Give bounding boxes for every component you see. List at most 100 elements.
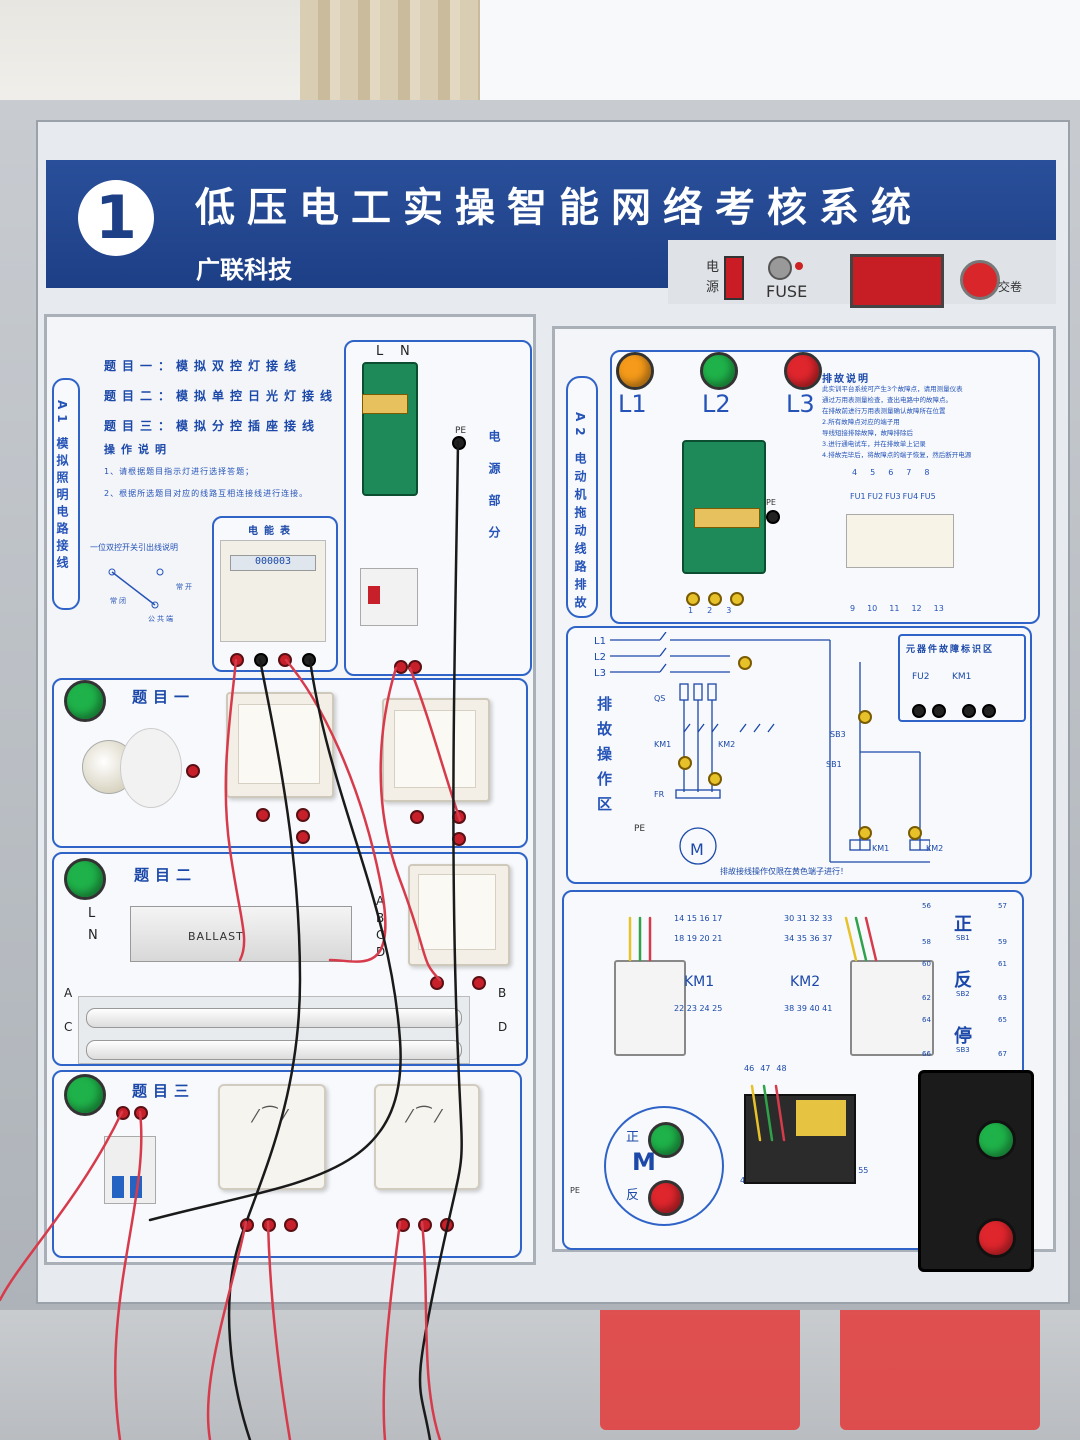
legend-terminal[interactable] [912, 704, 926, 718]
fuse-holder-icon[interactable] [768, 256, 792, 280]
rcd-lever-icon[interactable] [368, 586, 380, 604]
motor-control-schematic [610, 632, 930, 865]
switch-2-terminal[interactable] [410, 810, 424, 824]
switch-1-terminal[interactable] [256, 808, 270, 822]
legend-km1: KM1 [952, 672, 972, 682]
ballast-l-label: L [88, 906, 96, 921]
fr-label: FR [654, 790, 665, 799]
fault-terminal[interactable] [738, 656, 752, 670]
red-chair [840, 1290, 1040, 1430]
switch-diagram [108, 568, 164, 609]
btn-num-62: 62 [922, 994, 931, 1002]
stop-button[interactable] [976, 1218, 1016, 1258]
fuse-section-frame [610, 350, 1040, 624]
btn-num-58: 58 [922, 938, 931, 946]
start-button[interactable] [976, 1120, 1016, 1160]
phase-l3-label: L3 [786, 390, 815, 418]
system-title: 低压电工实操智能网络考核系统 [195, 185, 923, 231]
switch-terminal-1[interactable] [686, 592, 700, 606]
switch-1-terminal[interactable] [296, 808, 310, 822]
qs-label: QS [654, 694, 666, 703]
km2-bottom-numbers: 38 39 40 41 [784, 1004, 833, 1013]
btn-num-61: 61 [998, 960, 1007, 968]
btn-num-67: 67 [998, 1050, 1007, 1058]
btn-num-63: 63 [998, 994, 1007, 1002]
power-label: 电源 [706, 260, 720, 295]
socket-terminal[interactable] [284, 1218, 298, 1232]
legend-fu2: FU2 [912, 672, 930, 682]
switch-1-terminal[interactable] [296, 830, 310, 844]
single-switch-key[interactable] [418, 874, 496, 950]
power-socket-1[interactable] [218, 1084, 326, 1190]
switch-common-label: 公共端 [148, 615, 175, 623]
btn-num-65: 65 [998, 1016, 1007, 1024]
meter-reading: 000003 [230, 555, 316, 571]
motor-reverse-lamp [648, 1180, 684, 1216]
knife-switch-handle[interactable] [694, 508, 760, 528]
legend-terminal[interactable] [962, 704, 976, 718]
section-1-title: 题目一 [132, 688, 196, 706]
km1-top-numbers: 14 15 16 17 [674, 914, 723, 923]
yellow-terminal-note: 排故接线操作仅限在黄色端子进行！ [720, 867, 848, 876]
switch-terminal-3[interactable] [730, 592, 744, 606]
pe-label: PE [455, 426, 467, 436]
switch-nc-label: 常闭 [110, 597, 128, 605]
fault-terminal[interactable] [858, 710, 872, 724]
fuse-indicator-icon [795, 262, 803, 270]
submit-exam-button[interactable] [960, 260, 1000, 300]
fault-terminal[interactable] [858, 826, 872, 840]
motor-forward-lamp [648, 1122, 684, 1158]
three-phase-knife-switch[interactable] [682, 440, 766, 574]
km1-label: KM1 [684, 974, 715, 990]
switch-terminal[interactable] [472, 976, 486, 990]
motor-m-label: M [632, 1148, 656, 1176]
task2-text: 题目二：模拟单控日光灯接线 [104, 389, 339, 403]
task3-text: 题目三：模拟分控插座接线 [104, 419, 321, 433]
phase-l2-lamp [700, 352, 738, 390]
operation-title: 操作说明 [104, 443, 172, 456]
socket-holes-icon: ⁄ ⁀ ⁄ [254, 1106, 286, 1127]
task3-indicator-lamp [64, 1074, 106, 1116]
km1-main-label: KM1 [654, 740, 672, 749]
sb2-code: SB2 [956, 990, 970, 998]
fluorescent-tube [86, 1008, 462, 1028]
switch-2-key[interactable] [394, 710, 476, 788]
btn-num-64: 64 [922, 1016, 931, 1024]
fault-terminal[interactable] [908, 826, 922, 840]
switch-1-key[interactable] [238, 704, 320, 784]
motor-forward-label: 正 [626, 1130, 640, 1145]
n-label: N [400, 344, 410, 359]
switch-note: 一位双控开关引出线说明 [90, 543, 178, 552]
energy-meter-label: 电能表 [248, 526, 296, 537]
section-3-title: 题目三 [132, 1082, 196, 1100]
legend-terminal[interactable] [932, 704, 946, 718]
fault-terminal[interactable] [708, 772, 722, 786]
power-terminal[interactable] [394, 660, 408, 674]
component-fault-legend-title: 元器件故障标识区 [906, 645, 995, 655]
phase-l1-label: L1 [618, 390, 647, 418]
btn-num-56: 56 [922, 902, 931, 910]
km2-coil-label: KM2 [926, 844, 944, 853]
forward-label: 正 [954, 914, 972, 935]
brand-name: 广联科技 [196, 256, 292, 284]
legend-terminal[interactable] [982, 704, 996, 718]
fuse-block[interactable] [846, 514, 954, 568]
km1-top-numbers-2: 18 19 20 21 [674, 934, 723, 943]
knife-switch-handle[interactable] [362, 394, 408, 414]
pe-terminal[interactable] [766, 510, 780, 524]
btn-num-57: 57 [998, 902, 1007, 910]
breaker-lever-icon[interactable] [112, 1176, 124, 1198]
motor-symbol: M [690, 840, 704, 859]
power-switch[interactable] [724, 256, 744, 300]
fluorescent-tube [86, 1040, 462, 1060]
lamp-terminal[interactable] [186, 764, 200, 778]
fault-terminal[interactable] [678, 756, 692, 770]
knife-switch[interactable] [362, 362, 418, 496]
ballast-label: BALLAST [188, 930, 244, 943]
switch-terminal-2[interactable] [708, 592, 722, 606]
a1-side-label-frame [52, 378, 80, 610]
sb1-code: SB1 [956, 934, 970, 942]
